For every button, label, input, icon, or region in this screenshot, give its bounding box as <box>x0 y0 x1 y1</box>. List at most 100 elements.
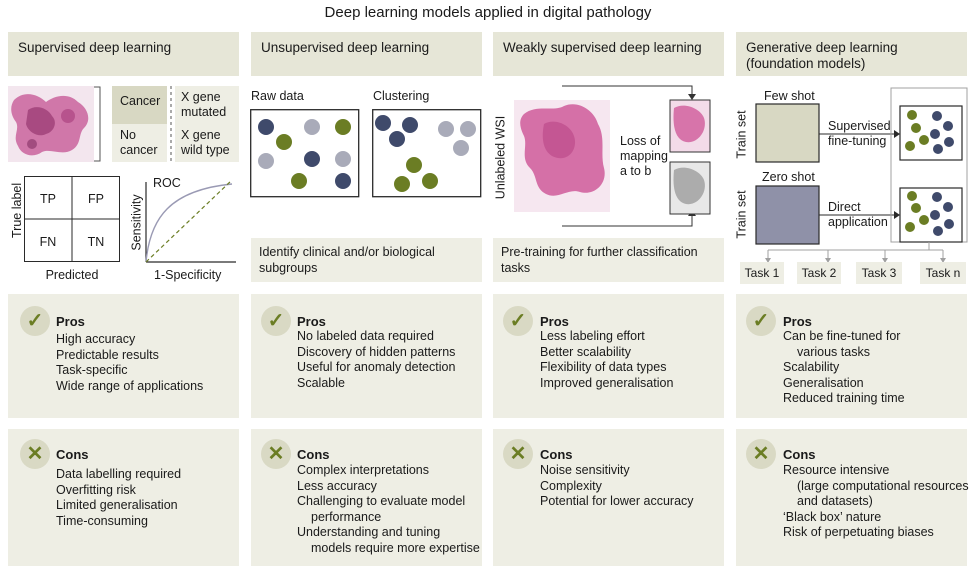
cons-panel-supervised: ✕ Cons Data labelling required Overfitti… <box>8 429 239 566</box>
pros-panel-supervised: ✓ Pros High accuracy Predictable results… <box>8 294 239 418</box>
pros-title: Pros <box>540 314 569 329</box>
pros-list: Can be fine-tuned for various tasks Scal… <box>783 329 905 407</box>
task-tile-3: Task 3 <box>856 262 902 284</box>
pros-title: Pros <box>297 314 326 329</box>
label-no-cancer-cell: No cancer <box>112 124 167 162</box>
loss-line-3: a to b <box>620 164 652 178</box>
label-cancer: Cancer <box>120 94 161 108</box>
pros-item: Generalisation <box>783 375 864 390</box>
cm-tn: TN <box>87 235 105 249</box>
cons-item: Overfitting risk <box>56 482 136 497</box>
pros-item: No labeled data required <box>297 329 434 343</box>
check-icon: ✓ <box>746 306 776 336</box>
cons-panel-generative: ✕ Cons Resource intensive (large computa… <box>736 429 969 566</box>
raw-dot <box>258 153 274 169</box>
pros-panel-weakly: ✓ Pros Less labeling effort Better scala… <box>493 294 724 418</box>
label-xgene-wildtype-1: X gene <box>181 128 221 142</box>
pros-item: Useful for anomaly detection <box>297 360 456 374</box>
cluster-dot <box>389 131 405 147</box>
pros-item: Discovery of hidden patterns <box>297 344 456 359</box>
cons-list: Complex interpretations Less accuracy Ch… <box>297 463 480 556</box>
pros-item: Can be fine-tuned for <box>783 329 901 343</box>
cm-fp: FP <box>88 192 104 206</box>
label-no-cancer-2: cancer <box>120 143 158 157</box>
cons-panel-unsupervised: ✕ Cons Complex interpretations Less accu… <box>251 429 482 566</box>
cons-item: models require more expertise <box>311 540 480 555</box>
weakly-description: Pre-training for further classification … <box>493 238 724 282</box>
raw-dot <box>304 151 320 167</box>
pros-item: High accuracy <box>56 332 136 346</box>
pros-item: Predictable results <box>56 347 159 362</box>
cross-icon: ✕ <box>746 439 776 469</box>
pros-item: Less labeling effort <box>540 329 645 343</box>
pros-item: Better scalability <box>540 344 632 359</box>
cross-icon: ✕ <box>20 439 50 469</box>
check-icon: ✓ <box>261 306 291 336</box>
pros-panel-generative: ✓ Pros Can be fine-tuned for various tas… <box>736 294 967 418</box>
arrow-bottom <box>562 214 693 227</box>
pros-item: various tasks <box>797 344 870 359</box>
label-xgene-mutated-1: X gene <box>181 90 221 104</box>
pros-list: Less labeling effort Better scalability … <box>540 329 673 391</box>
direct-label-1: Direct <box>828 200 861 214</box>
cons-item: Potential for lower accuracy <box>540 494 694 508</box>
check-icon: ✓ <box>20 306 50 336</box>
train-set-label-2: Train set <box>734 190 749 239</box>
label-xgene-mutated-2: mutated <box>181 105 227 119</box>
header-generative-line2: (foundation models) <box>746 56 866 71</box>
cluster-dot <box>453 140 469 156</box>
task-tile-2: Task 2 <box>797 262 841 284</box>
loss-line-1: Loss of <box>620 134 661 148</box>
pros-item: Improved generalisation <box>540 375 674 390</box>
cons-title: Cons <box>540 447 573 462</box>
task-tile-n: Task n <box>920 262 966 284</box>
cross-icon: ✕ <box>261 439 291 469</box>
cons-item: Limited generalisation <box>56 498 178 512</box>
tissue-image-svg <box>11 94 89 156</box>
unsupervised-plots <box>250 109 482 198</box>
clustering-label: Clustering <box>373 89 430 103</box>
zero-shot-box <box>755 185 820 245</box>
roc-xlabel: 1-Specificity <box>154 268 222 282</box>
direct-application-label: Direct application <box>828 200 888 230</box>
cm-fn: FN <box>39 235 57 249</box>
roc-curve <box>145 183 233 263</box>
task-tile-1: Task 1 <box>740 262 784 284</box>
raw-dot <box>276 134 292 150</box>
roc-title: ROC <box>153 176 181 190</box>
predicted-axis: Predicted <box>45 268 99 282</box>
cons-list: Resource intensive (large computational … <box>783 463 969 541</box>
dashed-divider <box>170 86 172 162</box>
cluster-dot <box>460 121 476 137</box>
cluster-dot <box>394 176 410 192</box>
loss-line-2: mapping <box>620 149 668 163</box>
pros-item: Reduced training time <box>783 391 905 405</box>
pros-item: Wide range of applications <box>56 378 204 393</box>
true-label-axis: True label <box>10 182 24 238</box>
bracket-line <box>94 86 101 162</box>
cons-title: Cons <box>783 447 816 462</box>
header-generative-line1: Generative deep learning <box>746 40 898 55</box>
pros-list: High accuracy Predictable results Task-s… <box>56 332 203 394</box>
generative-diagram <box>755 87 968 263</box>
arrow-top <box>562 85 693 96</box>
pros-title: Pros <box>56 314 85 329</box>
cons-item: and datasets) <box>797 494 873 508</box>
confusion-matrix <box>24 176 120 262</box>
cons-item: Noise sensitivity <box>540 463 630 477</box>
cross-icon: ✕ <box>503 439 533 469</box>
cons-list: Noise sensitivity Complexity Potential f… <box>540 463 694 510</box>
pros-item: Scalable <box>297 375 345 390</box>
raw-dot <box>335 119 351 135</box>
cons-item: Risk of perpetuating biases <box>783 525 934 539</box>
header-generative: Generative deep learning (foundation mod… <box>736 32 967 76</box>
cons-item: (large computational resources <box>797 478 969 493</box>
cons-title: Cons <box>56 447 89 462</box>
tissue-image <box>8 86 94 162</box>
pros-item: Task-specific <box>56 363 128 377</box>
cons-item: Time-consuming <box>56 513 148 528</box>
pros-list: No labeled data required Discovery of hi… <box>297 329 455 391</box>
cons-list: Data labelling required Overfitting risk… <box>56 467 181 529</box>
cluster-dot <box>422 173 438 189</box>
cluster-dot <box>375 115 391 131</box>
